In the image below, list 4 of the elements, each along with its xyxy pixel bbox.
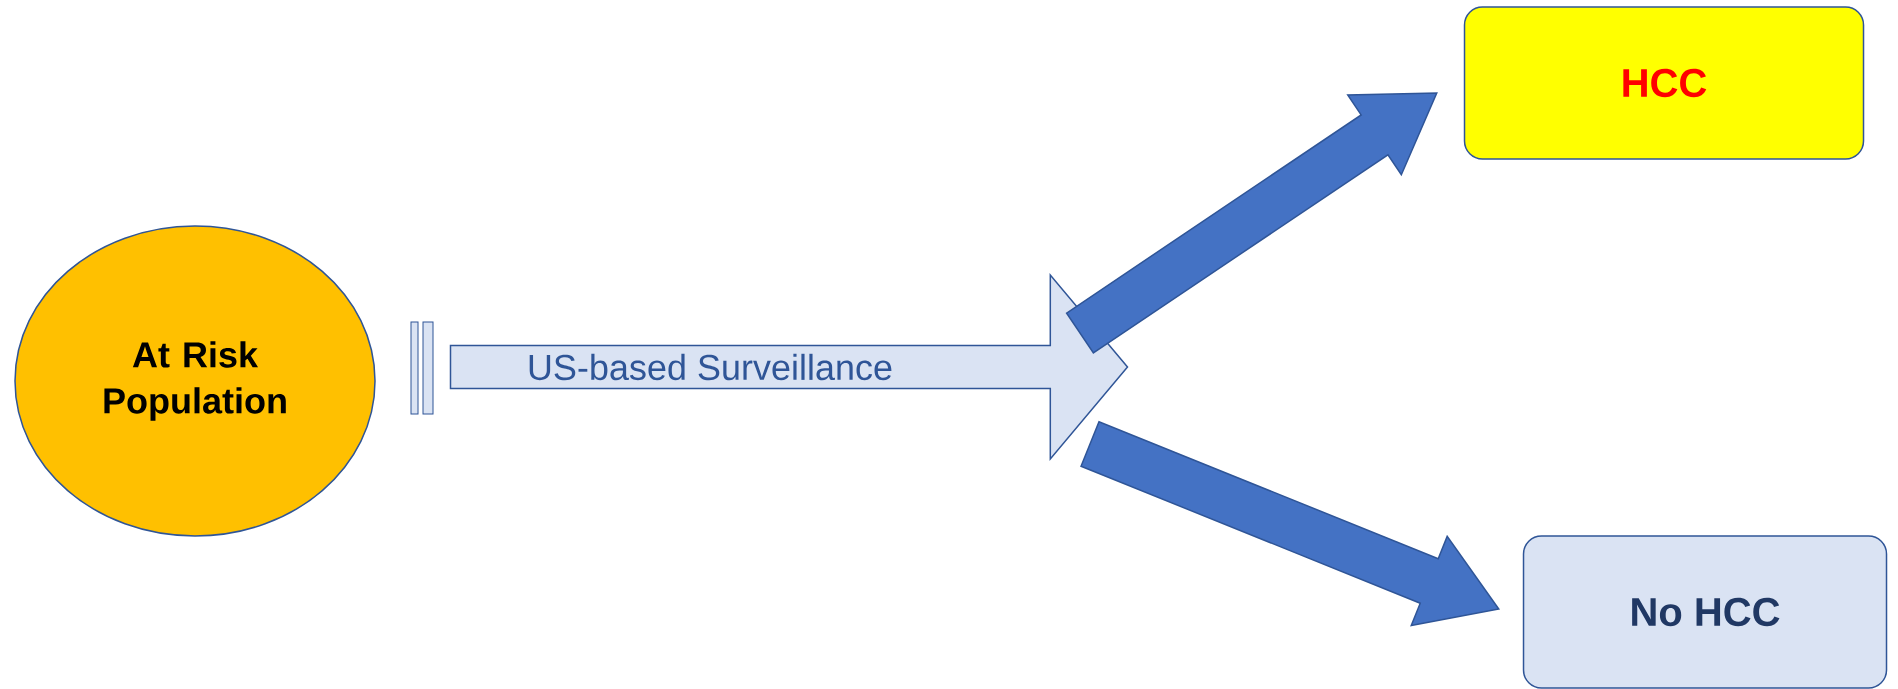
rounded-box: No HCC [1522,535,1888,689]
rounded-box: HCC [1463,6,1865,160]
block-arrow [1065,92,1438,354]
ellipse-node: At Risk Population [14,225,376,537]
